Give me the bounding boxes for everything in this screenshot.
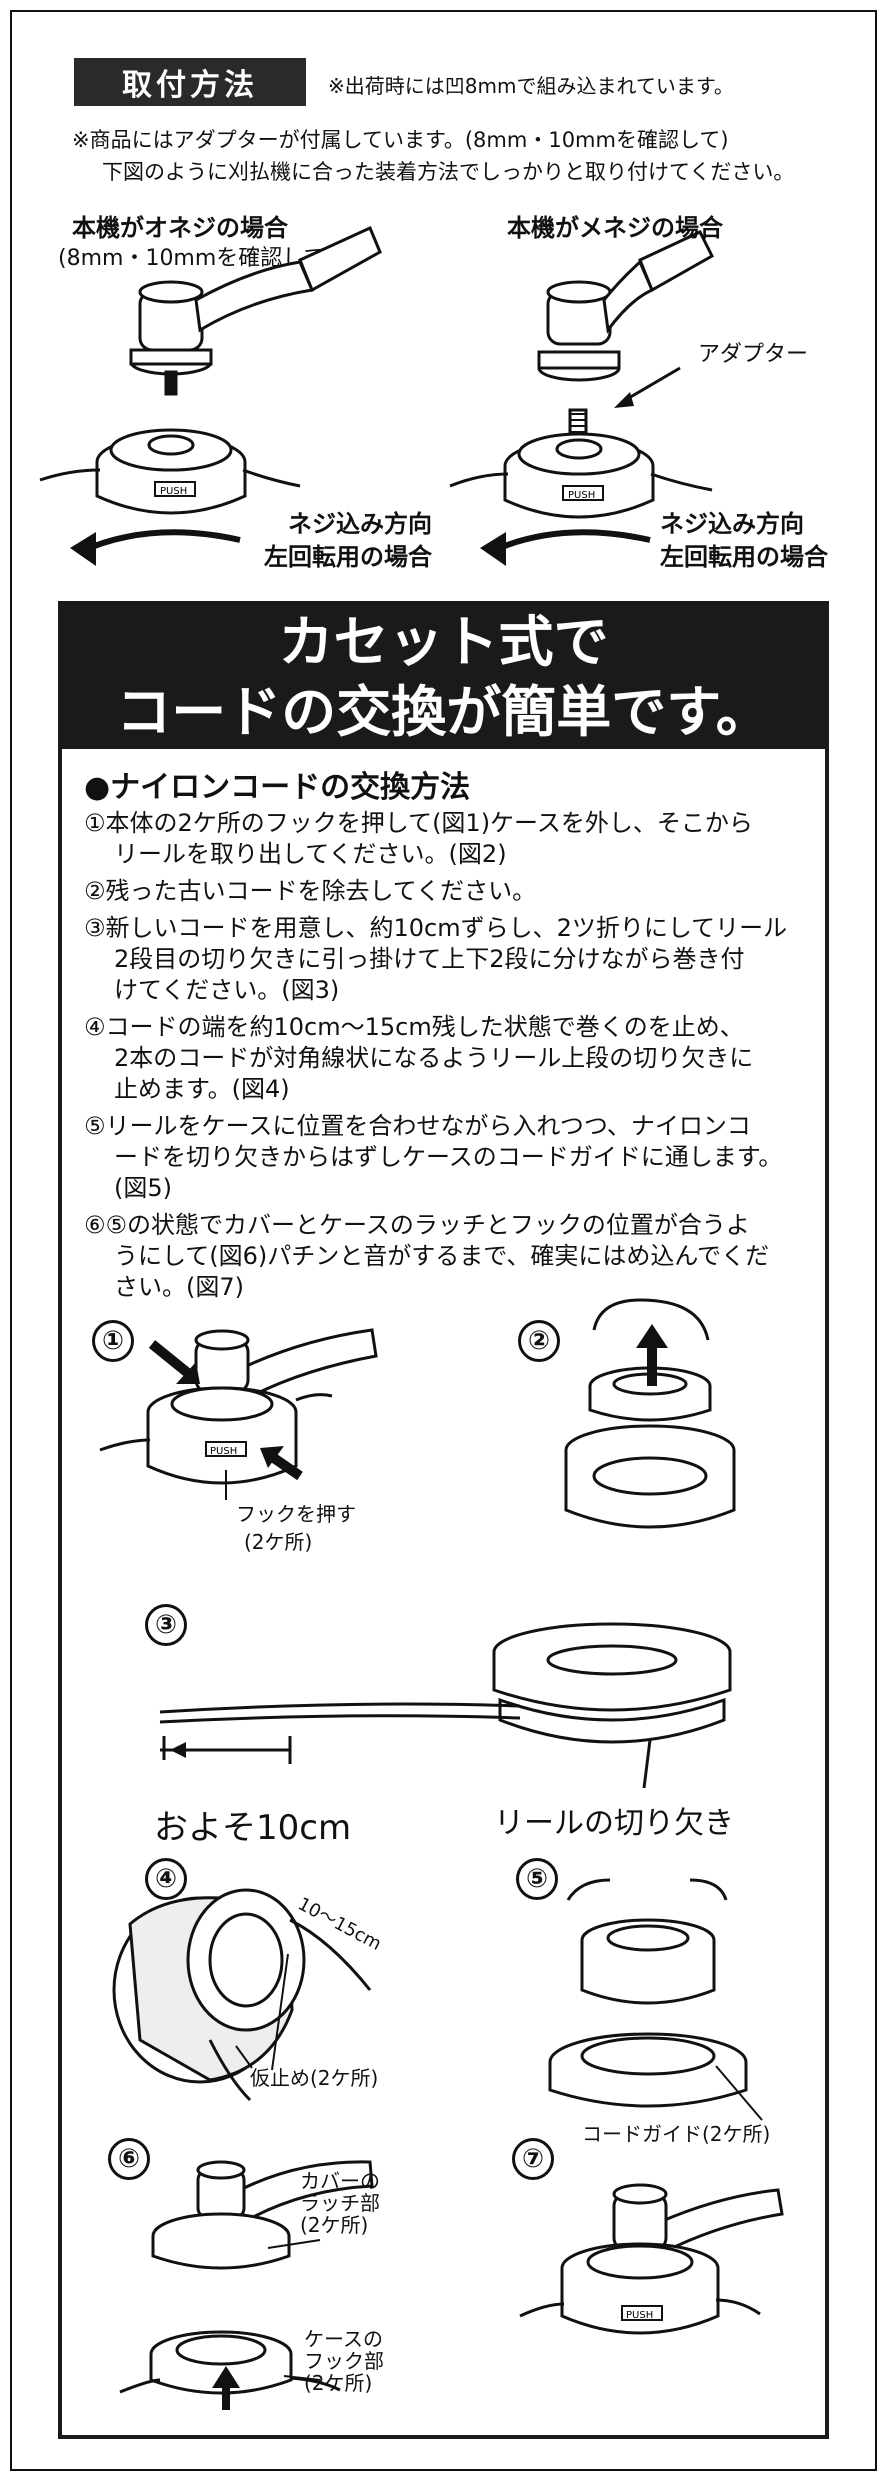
figure-6-latch-line-3: (2ケ所): [300, 2213, 369, 2237]
step-1-line-2: リールを取り出してください。(図2): [114, 840, 507, 868]
figure-4-caption: 仮止め(2ケ所): [250, 2066, 379, 2090]
adapter-label: アダプター: [698, 342, 809, 367]
factory-note: ※出荷時には凹8mmで組み込まれています。: [328, 74, 734, 98]
page-title: 取付方法: [74, 58, 306, 106]
step-5-line-2: ードを切り欠きからはずしケースのコードガイドに通します。: [114, 1143, 783, 1171]
figure-1-illustration: [99, 1328, 378, 1485]
left-rotation-arrow: [78, 529, 241, 555]
figure-6-hook-line-3: (2ケ所): [304, 2371, 373, 2395]
right-trimmer-head-illustration: [449, 230, 714, 519]
figure-6-hook-caption: ケースの フック部 (2ケ所): [304, 2328, 384, 2394]
figure-3-distance-label: およそ10cm: [154, 1808, 352, 1848]
step-2: ②残った古いコードを除去してください。: [84, 876, 814, 907]
figure-2-illustration: [564, 1298, 736, 1529]
figure-3-number: ③: [145, 1604, 187, 1646]
figure-3-notch-pointer: [642, 1739, 652, 1789]
figure-5-caption: コードガイド(2ケ所): [582, 2122, 771, 2146]
figure-4-number: ④: [145, 1858, 187, 1900]
step-6-line-1: ⑥⑤の状態でカバーとケースのラッチとフックの位置が合うよ: [84, 1211, 750, 1239]
step-3-line-2: 2段目の切り欠きに引っ掛けて上下2段に分けながら巻き付: [114, 945, 745, 973]
right-push-label: PUSH: [568, 490, 595, 501]
figure-6-number: ⑥: [108, 2138, 150, 2180]
install-illustrations: PUSH PUSH: [39, 225, 714, 566]
female-thread-title: 本機がメネジの場合: [507, 214, 723, 242]
figure-5-illustration: [548, 1878, 748, 2108]
step-3: ③新しいコードを用意し、約10cmずらし、2ツ折りにしてリール 2段目の切り欠き…: [84, 913, 814, 1006]
left-trimmer-head-illustration: [39, 225, 382, 515]
cassette-banner: カセット式で コードの交換が簡単です。: [58, 601, 829, 749]
step-2-line-1: ②残った古いコードを除去してください。: [84, 877, 537, 905]
notice-line-2: 下図のように刈払機に合った装着方法でしっかりと取り付けてください。: [102, 160, 795, 184]
step-5-line-1: ⑤リールをケースに位置を合わせながら入れつつ、ナイロンコ: [84, 1112, 751, 1140]
step-4-line-2: 2本のコードが対角線状になるようリール上段の切り欠きに: [114, 1044, 754, 1072]
figure-6-hook-line-1: ケースの: [304, 2327, 383, 2351]
figure-6-hook-line-2: フック部: [304, 2349, 384, 2373]
figure-3-notch-label: リールの切り欠き: [494, 1806, 734, 1841]
method-steps: ①本体の2ケ所のフックを押して(図1)ケースを外し、そこから リールを取り出して…: [84, 808, 814, 1309]
figure-2-number: ②: [518, 1320, 560, 1362]
notice-line-1: ※商品にはアダプターが付属しています。(8mm・10mmを確認して): [72, 128, 729, 152]
step-3-line-3: けてください。(図3): [114, 976, 340, 1004]
left-push-label: PUSH: [160, 486, 187, 497]
figure-6-latch-line-1: カバーの: [300, 2169, 380, 2193]
step-1: ①本体の2ケ所のフックを押して(図1)ケースを外し、そこから リールを取り出して…: [84, 808, 814, 870]
step-5: ⑤リールをケースに位置を合わせながら入れつつ、ナイロンコ ードを切り欠きからはず…: [84, 1111, 814, 1204]
page-frame: [10, 10, 877, 2471]
figure-6-latch-caption: カバーの ラッチ部 (2ケ所): [300, 2170, 380, 2236]
figure-1-caption-line-2: (2ケ所): [244, 1530, 313, 1554]
figure-6-illustration: [119, 2160, 374, 2395]
step-5-line-3: (図5): [114, 1174, 172, 1202]
right-direction-line-2: 左回転用の場合: [660, 543, 828, 571]
figure-7-number: ⑦: [512, 2138, 554, 2180]
figure-6-latch-line-2: ラッチ部: [300, 2191, 380, 2215]
right-direction-line-1: ネジ込み方向: [660, 510, 804, 538]
figure-4-illustration: [112, 1888, 372, 2102]
step-3-line-1: ③新しいコードを用意し、約10cmずらし、2ツ折りにしてリール: [84, 914, 788, 942]
left-direction-line-1: ネジ込み方向: [288, 510, 432, 538]
figure-1-push-label: PUSH: [210, 1446, 237, 1457]
method-heading: ●ナイロンコードの交換方法: [84, 770, 471, 805]
left-direction-label: ネジ込み方向 左回転用の場合: [264, 508, 432, 574]
male-thread-title: 本機がオネジの場合: [72, 214, 288, 242]
figure-1-number: ①: [92, 1320, 134, 1362]
step-6-line-2: うにして(図6)パチンと音がするまで、確実にはめ込んでくだ: [114, 1242, 770, 1270]
right-direction-label: ネジ込み方向 左回転用の場合: [660, 508, 828, 574]
figure-7-push-label: PUSH: [626, 2310, 653, 2321]
step-4-line-1: ④コードの端を約10cm〜15cm残した状態で巻くのを止め、: [84, 1013, 744, 1041]
left-direction-line-2: 左回転用の場合: [264, 543, 432, 571]
step-4: ④コードの端を約10cm〜15cm残した状態で巻くのを止め、 2本のコードが対角…: [84, 1012, 814, 1105]
figure-5-number: ⑤: [516, 1858, 558, 1900]
banner-line-1: カセット式で: [278, 610, 609, 674]
step-1-line-1: ①本体の2ケ所のフックを押して(図1)ケースを外し、そこから: [84, 809, 753, 837]
adapter-pointer: [621, 366, 681, 404]
figure-3-illustration: [159, 1622, 732, 1744]
banner-line-2: コードの交換が簡単です。: [116, 680, 771, 744]
step-6: ⑥⑤の状態でカバーとケースのラッチとフックの位置が合うよ うにして(図6)パチン…: [84, 1210, 814, 1303]
step-4-line-3: 止めます。(図4): [114, 1075, 290, 1103]
figure-7-illustration: [519, 2183, 784, 2335]
figure-1-caption-line-1: フックを押す: [236, 1502, 356, 1526]
right-rotation-arrow: [488, 529, 651, 555]
figure-1-caption: フックを押す (2ケ所): [236, 1500, 356, 1556]
step-6-line-3: さい。(図7): [114, 1273, 244, 1301]
adapter-notice: ※商品にはアダプターが付属しています。(8mm・10mmを確認して) 下図のよう…: [72, 124, 794, 188]
